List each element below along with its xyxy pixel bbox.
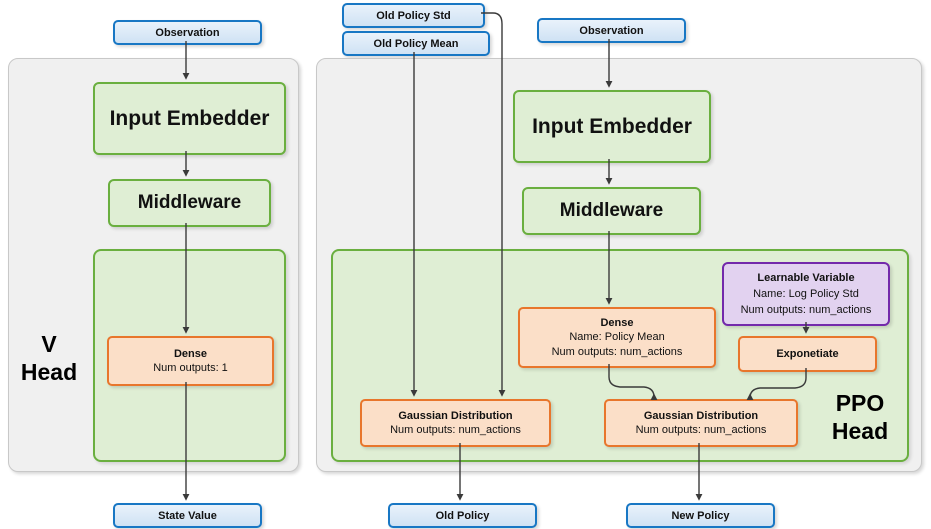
input-observation-ppo[interactable]: Observation — [537, 18, 686, 43]
ppo-learnable-variable-num-outputs: Num outputs: num_actions — [740, 303, 872, 316]
input-observation-v[interactable]: Observation — [113, 20, 262, 45]
v-input-embedder[interactable]: Input Embedder — [93, 82, 286, 155]
ppo-gaussian-new-title: Gaussian Distribution — [643, 409, 759, 422]
v-dense-num-outputs: Num outputs: 1 — [153, 361, 228, 374]
output-new-policy[interactable]: New Policy — [626, 503, 775, 528]
ppo-dense-num-outputs: Num outputs: num_actions — [551, 345, 683, 358]
v-dense-block[interactable]: Dense Num outputs: 1 — [107, 336, 274, 386]
ppo-gaussian-old-num-outputs: Num outputs: num_actions — [390, 423, 521, 436]
ppo-exponetiate-title: Exponetiate — [776, 348, 839, 360]
input-observation-ppo-label: Observation — [579, 24, 644, 37]
ppo-gaussian-old-title: Gaussian Distribution — [398, 409, 513, 422]
output-state-value-label: State Value — [158, 509, 217, 522]
ppo-learnable-variable-name: Name: Log Policy Std — [753, 287, 859, 300]
ppo-head-caption-line2: Head — [831, 418, 889, 444]
ppo-dense-policy-mean[interactable]: Dense Name: Policy Mean Num outputs: num… — [518, 307, 716, 368]
ppo-gaussian-old[interactable]: Gaussian Distribution Num outputs: num_a… — [360, 399, 551, 447]
ppo-gaussian-new[interactable]: Gaussian Distribution Num outputs: num_a… — [604, 399, 798, 447]
input-old-policy-std-label: Old Policy Std — [376, 9, 451, 22]
input-observation-v-label: Observation — [155, 26, 220, 39]
v-dense-title: Dense — [173, 347, 208, 360]
v-head-caption-line1: V — [41, 331, 57, 357]
ppo-input-embedder-label: Input Embedder — [532, 114, 692, 138]
ppo-middleware[interactable]: Middleware — [522, 187, 701, 235]
v-input-embedder-label: Input Embedder — [109, 106, 270, 130]
output-old-policy[interactable]: Old Policy — [388, 503, 537, 528]
ppo-gaussian-new-num-outputs: Num outputs: num_actions — [635, 423, 767, 436]
output-state-value[interactable]: State Value — [113, 503, 262, 528]
ppo-head-caption: PPO Head — [812, 389, 908, 445]
v-head-caption-line2: Head — [20, 359, 78, 385]
output-new-policy-label: New Policy — [671, 509, 730, 522]
ppo-learnable-variable[interactable]: Learnable Variable Name: Log Policy Std … — [722, 262, 890, 326]
v-head-caption: V Head — [10, 330, 88, 386]
input-old-policy-std[interactable]: Old Policy Std — [342, 3, 485, 28]
ppo-dense-title: Dense — [600, 316, 634, 329]
ppo-input-embedder[interactable]: Input Embedder — [513, 90, 711, 163]
v-middleware[interactable]: Middleware — [108, 179, 271, 227]
ppo-middleware-label: Middleware — [559, 200, 664, 221]
ppo-learnable-variable-title: Learnable Variable — [757, 271, 855, 284]
ppo-exponetiate[interactable]: Exponetiate — [738, 336, 877, 372]
input-old-policy-mean[interactable]: Old Policy Mean — [342, 31, 490, 56]
output-old-policy-label: Old Policy — [435, 509, 490, 522]
ppo-head-caption-line1: PPO — [835, 390, 885, 416]
v-middleware-label: Middleware — [137, 192, 242, 213]
input-old-policy-mean-label: Old Policy Mean — [373, 37, 459, 50]
ppo-dense-name: Name: Policy Mean — [569, 330, 665, 343]
